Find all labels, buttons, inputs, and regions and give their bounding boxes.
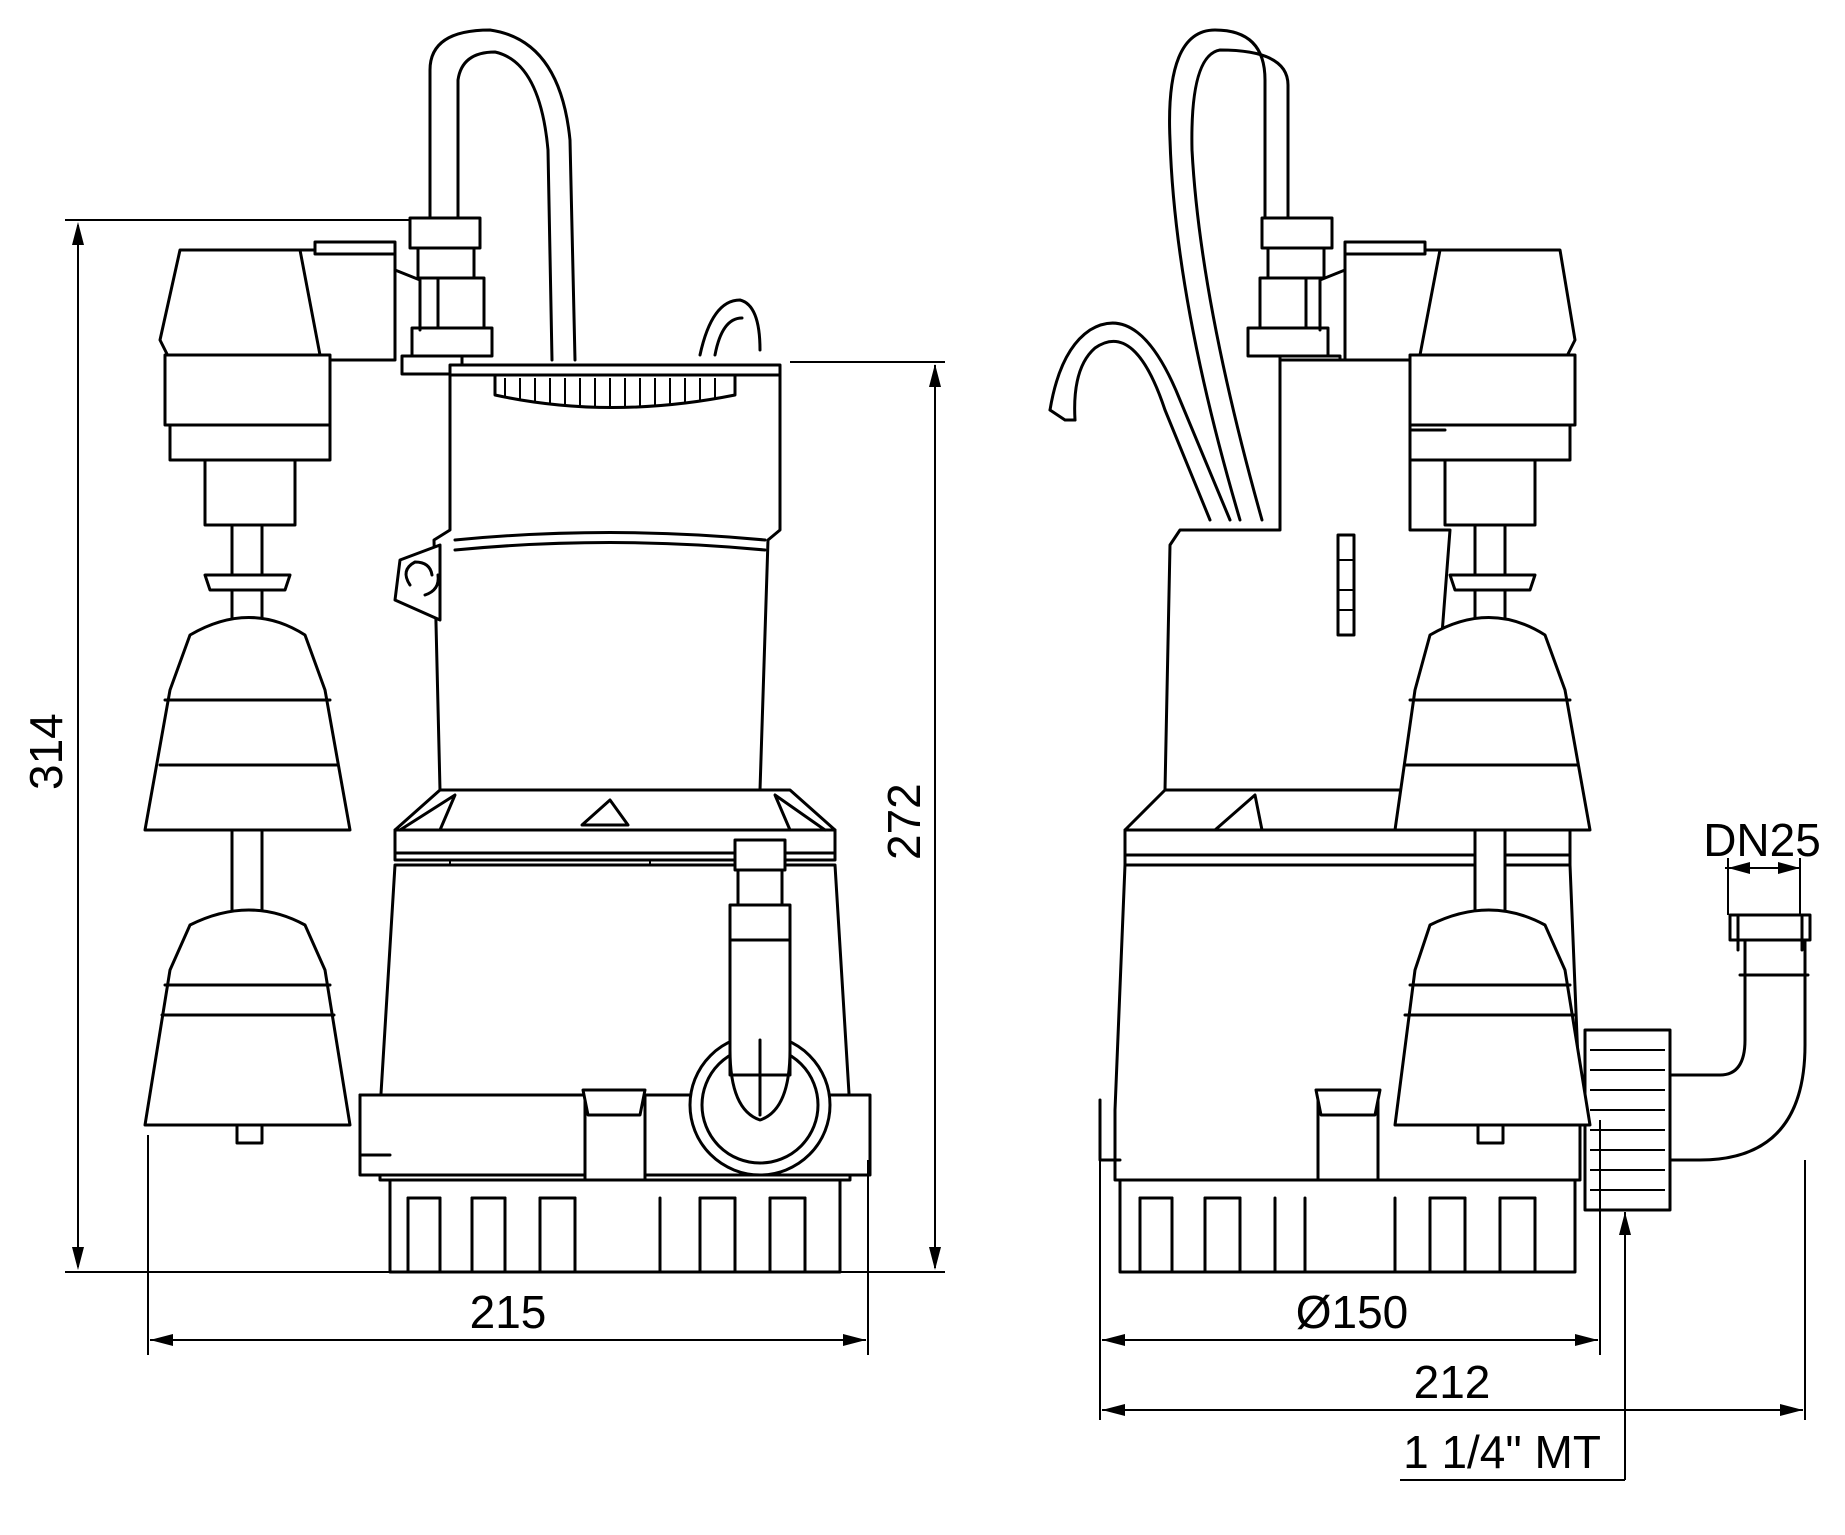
side-cable [1048, 28, 1290, 522]
dim-side-width: 212 [1414, 1356, 1491, 1408]
front-grille-ribs [504, 378, 716, 407]
dim-thread: 1 1/4" MT [1403, 1426, 1601, 1478]
dim-diameter: Ø150 [1296, 1286, 1409, 1338]
dim-front-width: 215 [470, 1286, 547, 1338]
front-view [143, 28, 872, 1274]
front-base-slots [406, 1196, 807, 1274]
dim-body-height: 272 [878, 783, 930, 860]
side-base-slots [1138, 1196, 1537, 1274]
front-switch-housing [158, 216, 494, 527]
dimension-lines [65, 219, 1806, 1481]
side-union-ribs [1590, 1049, 1665, 1191]
side-view [1048, 28, 1812, 1274]
side-float-switch [1393, 523, 1592, 1145]
front-shoulder [393, 788, 837, 866]
front-pump-base [358, 838, 872, 1274]
front-motor-housing [393, 363, 782, 792]
front-float-switch [143, 523, 352, 1145]
side-motor-housing [1163, 358, 1452, 792]
dim-outlet-size: DN25 [1703, 814, 1821, 866]
dim-overall-height: 314 [20, 713, 72, 790]
